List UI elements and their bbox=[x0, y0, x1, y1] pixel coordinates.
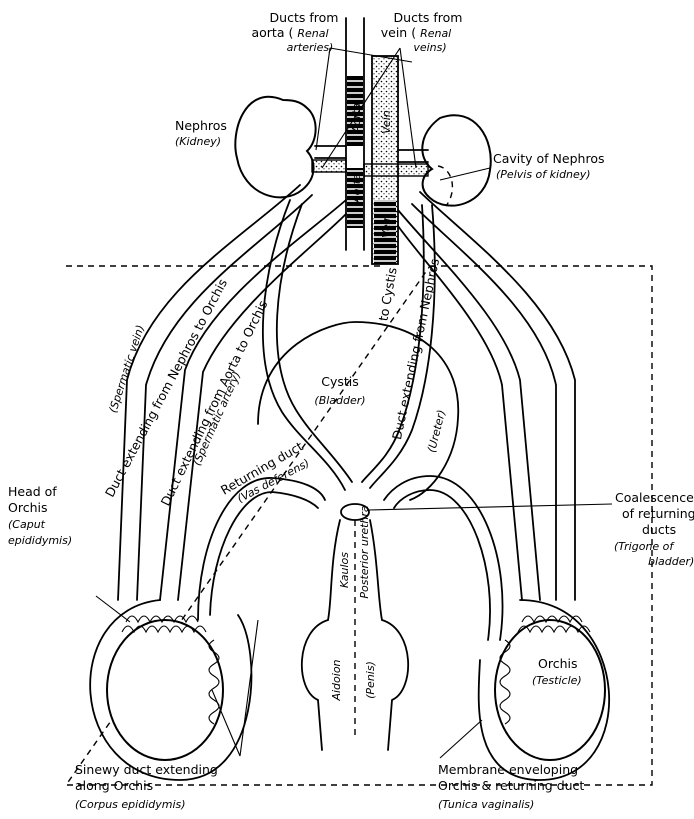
label-coalescence: Coalescence of returning ducts bbox=[615, 490, 694, 537]
label-to-cystis: to Cystis bbox=[375, 266, 399, 322]
label-cystis: Cystis bbox=[321, 374, 359, 389]
label-vein-vertical-low: Vein bbox=[380, 214, 393, 238]
renal-vein-left bbox=[312, 160, 346, 172]
label-cavity-it: (Pelvis of kidney) bbox=[496, 168, 591, 181]
label-vein-vertical: Vein bbox=[380, 110, 393, 134]
label-sinewy-it: (Corpus epididymis) bbox=[75, 798, 186, 811]
vas-deferens-left bbox=[198, 478, 325, 620]
label-aorta-ducts: Ducts from aorta ( Renal bbox=[251, 10, 342, 40]
label-vein-ducts: Ducts from vein ( Renal bbox=[381, 10, 467, 40]
label-ureter: (Ureter) bbox=[425, 408, 448, 453]
label-aorta-ducts-it: arteries) bbox=[287, 41, 334, 54]
label-coalescence-it: (Trigone of bladder) bbox=[614, 540, 694, 568]
pointer-caput-left bbox=[96, 596, 130, 622]
label-orchis-it: (Testicle) bbox=[532, 674, 582, 687]
pointer-membrane bbox=[440, 720, 482, 758]
label-aorta-vertical: Aorta bbox=[350, 103, 363, 134]
label-membrane-it: (Tunica vaginalis) bbox=[438, 798, 534, 811]
right-kidney bbox=[422, 115, 490, 205]
label-aorta-vertical-low: Aorta bbox=[350, 173, 363, 204]
label-kaulos: Kaulos bbox=[338, 552, 351, 588]
label-orchis: Orchis bbox=[538, 656, 577, 671]
label-cavity: Cavity of Nephros bbox=[493, 151, 604, 166]
label-head-orchis-it: (Caput epididymis) bbox=[8, 518, 72, 547]
label-penis: (Penis) bbox=[364, 661, 377, 699]
label-head-orchis: Head of Orchis bbox=[8, 484, 61, 515]
ureter-left bbox=[263, 200, 352, 490]
renal-artery-left bbox=[315, 146, 346, 158]
renal-vein-right bbox=[364, 164, 428, 176]
label-nephros-it: (Kidney) bbox=[175, 135, 221, 148]
label-cystis-it: (Bladder) bbox=[314, 394, 365, 407]
right-testicle bbox=[495, 620, 605, 760]
label-posterior-urethra: Posterior urethra bbox=[358, 505, 371, 599]
label-membrane: Membrane enveloping Orchis & returning d… bbox=[438, 762, 584, 793]
label-aidoion: Aidoion bbox=[330, 659, 343, 701]
label-vein-ducts-it: veins) bbox=[413, 41, 446, 54]
left-kidney bbox=[235, 97, 315, 198]
left-testicle bbox=[107, 620, 223, 760]
label-nephros: Nephros bbox=[175, 118, 227, 133]
vas-deferens-right bbox=[384, 476, 503, 640]
